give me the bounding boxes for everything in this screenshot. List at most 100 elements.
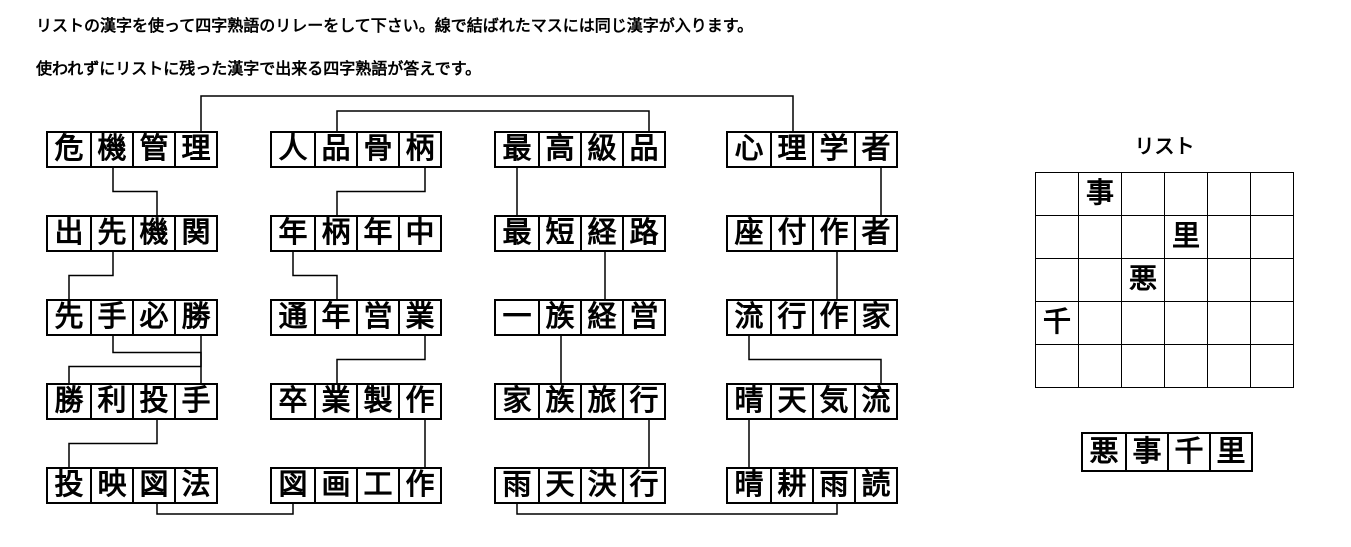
list-cell-empty — [1079, 216, 1122, 259]
connector-勝 — [68, 336, 202, 383]
idiom-cell: 年 — [356, 217, 398, 250]
idiom-cell: 理 — [174, 133, 216, 166]
list-cell-filled: 千 — [1036, 302, 1079, 345]
list-cell-empty — [1122, 345, 1165, 388]
list-cell-empty — [1122, 216, 1165, 259]
idiom-cell: 雨 — [812, 469, 854, 502]
list-cell-filled: 里 — [1165, 216, 1208, 259]
list-cell-empty — [1122, 173, 1165, 216]
connector-機 — [112, 168, 158, 215]
idiom-cell: 骨 — [356, 133, 398, 166]
idiom-box-心理学者: 心理学者 — [726, 131, 898, 168]
idiom-box-座付作者: 座付作者 — [726, 215, 898, 252]
list-cell-empty — [1036, 259, 1079, 302]
idiom-cell: 図 — [132, 469, 174, 502]
idiom-cell: 危 — [54, 133, 84, 165]
idiom-cell: 中 — [398, 217, 440, 250]
idiom-cell: 画 — [314, 469, 356, 502]
idiom-cell: 通 — [278, 301, 308, 333]
idiom-cell: 営 — [622, 301, 664, 334]
list-cell-filled: 悪 — [1122, 259, 1165, 302]
connector-理 — [200, 95, 794, 131]
list-cell-empty — [1251, 173, 1294, 216]
idiom-cell: 理 — [770, 133, 812, 166]
idiom-cell: 行 — [622, 385, 664, 418]
idiom-cell: 人 — [278, 133, 308, 165]
idiom-box-流行作家: 流行作家 — [726, 299, 898, 336]
idiom-cell: 家 — [854, 301, 896, 334]
idiom-box-晴天気流: 晴天気流 — [726, 383, 898, 420]
idiom-cell: 年 — [314, 301, 356, 334]
connector-流 — [748, 336, 882, 383]
idiom-box-一族経営: 一族経営 — [494, 299, 666, 336]
idiom-cell: 手 — [90, 301, 132, 334]
list-cell-empty — [1036, 345, 1079, 388]
idiom-cell: 作 — [812, 217, 854, 250]
idiom-cell: 作 — [812, 301, 854, 334]
list-cell-empty — [1079, 259, 1122, 302]
idiom-cell: 短 — [538, 217, 580, 250]
idiom-cell: 者 — [854, 217, 896, 250]
idiom-box-家族旅行: 家族旅行 — [494, 383, 666, 420]
idiom-cell: 行 — [770, 301, 812, 334]
idiom-box-最高級品: 最高級品 — [494, 131, 666, 168]
idiom-cell: 営 — [356, 301, 398, 334]
answer-cell: 事 — [1125, 434, 1167, 470]
idiom-cell: 経 — [580, 301, 622, 334]
list-cell-empty — [1122, 302, 1165, 345]
connector-年 — [292, 252, 338, 299]
list-cell-empty — [1036, 216, 1079, 259]
idiom-cell: 投 — [132, 385, 174, 418]
idiom-cell: 業 — [314, 385, 356, 418]
connector-柄 — [336, 168, 426, 215]
idiom-box-雨天決行: 雨天決行 — [494, 467, 666, 504]
idiom-cell: 一 — [502, 301, 532, 333]
answer-box: 悪事千里 — [1081, 432, 1253, 472]
answer-cell: 千 — [1167, 434, 1209, 470]
idiom-cell: 品 — [314, 133, 356, 166]
list-cell-empty — [1251, 259, 1294, 302]
idiom-cell: 気 — [812, 385, 854, 418]
connector-雨 — [516, 504, 838, 515]
list-cell-empty — [1036, 173, 1079, 216]
idiom-cell: 級 — [580, 133, 622, 166]
idiom-cell: 最 — [502, 133, 532, 165]
idiom-cell: 晴 — [734, 469, 764, 501]
idiom-cell: 管 — [132, 133, 174, 166]
list-cell-empty — [1208, 259, 1251, 302]
idiom-cell: 先 — [90, 217, 132, 250]
idiom-cell: 品 — [622, 133, 664, 166]
connector-投 — [68, 420, 158, 467]
idiom-box-投映図法: 投映図法 — [46, 467, 218, 504]
idiom-cell: 雨 — [502, 469, 532, 501]
idiom-cell: 業 — [398, 301, 440, 334]
idiom-box-先手必勝: 先手必勝 — [46, 299, 218, 336]
idiom-cell: 晴 — [734, 385, 764, 417]
idiom-cell: 者 — [854, 133, 896, 166]
idiom-cell: 柄 — [314, 217, 356, 250]
connector-図 — [156, 504, 294, 515]
idiom-cell: 行 — [622, 469, 664, 502]
idiom-box-年柄年中: 年柄年中 — [270, 215, 442, 252]
idiom-cell: 勝 — [174, 301, 216, 334]
idiom-cell: 利 — [90, 385, 132, 418]
idiom-cell: 作 — [398, 385, 440, 418]
connector-品 — [336, 110, 650, 131]
idiom-cell: 柄 — [398, 133, 440, 166]
idiom-cell: 高 — [538, 133, 580, 166]
list-cell-empty — [1165, 173, 1208, 216]
idiom-box-図画工作: 図画工作 — [270, 467, 442, 504]
idiom-cell: 座 — [734, 217, 764, 249]
list-cell-empty — [1079, 345, 1122, 388]
idiom-cell: 流 — [734, 301, 764, 333]
idiom-box-卒業製作: 卒業製作 — [270, 383, 442, 420]
idiom-box-出先機関: 出先機関 — [46, 215, 218, 252]
idiom-cell: 手 — [174, 385, 216, 418]
answer-cell: 里 — [1209, 434, 1251, 470]
idiom-cell: 路 — [622, 217, 664, 250]
idiom-cell: 必 — [132, 301, 174, 334]
kanji-list-grid: 事里悪千 — [1035, 172, 1294, 388]
idiom-cell: 読 — [854, 469, 896, 502]
